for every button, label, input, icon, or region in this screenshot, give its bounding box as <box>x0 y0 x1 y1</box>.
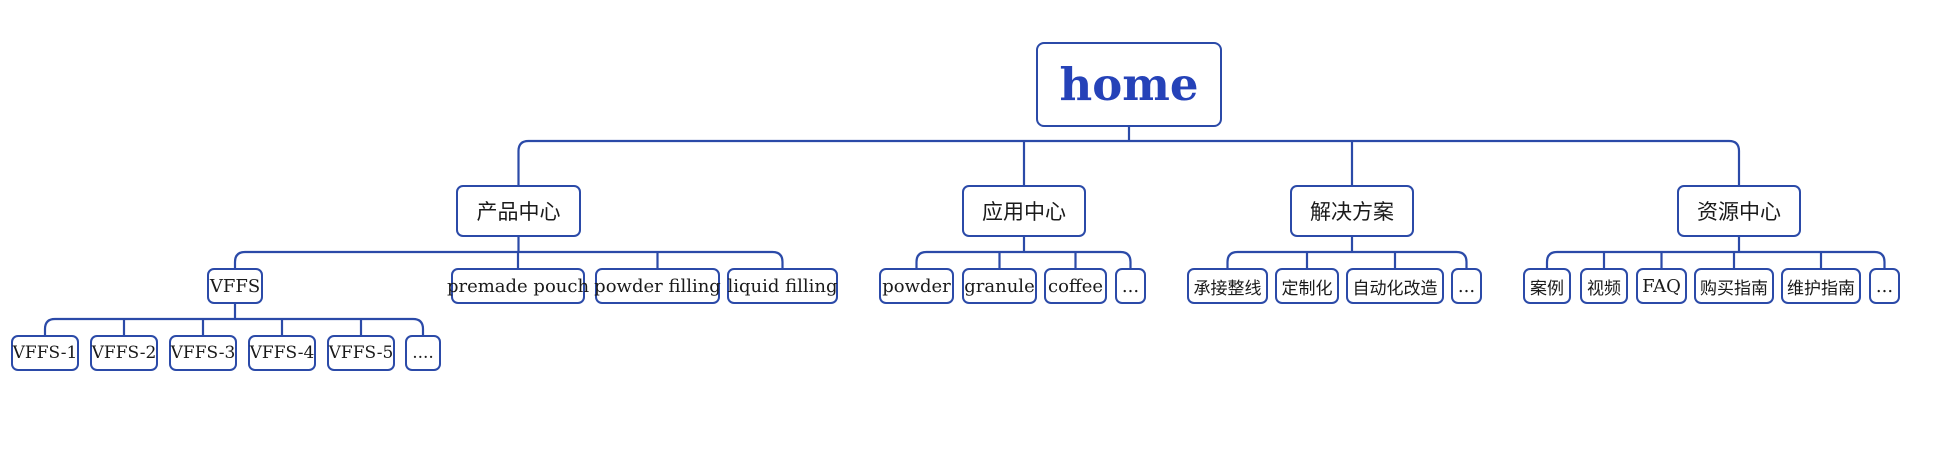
connector-node-vffs <box>43 304 425 335</box>
connector-node-solutions <box>1226 237 1468 268</box>
node-vffs-4: VFFS-4 <box>248 335 316 371</box>
connector-node-home <box>517 127 1741 185</box>
node-maintenance-guide: 维护指南 <box>1781 268 1861 304</box>
node-vffs-5: VFFS-5 <box>327 335 395 371</box>
node-automation-retrofit: 自动化改造 <box>1346 268 1444 304</box>
node-application-more: ... <box>1115 268 1146 304</box>
node-application-center: 应用中心 <box>962 185 1086 237</box>
node-premade-pouch: premade pouch <box>447 268 589 304</box>
node-liquid-filling: liquid filling <box>727 268 838 304</box>
node-solutions: 解决方案 <box>1290 185 1414 237</box>
node-coffee: coffee <box>1044 268 1107 304</box>
node-vffs-3: VFFS-3 <box>169 335 237 371</box>
node-resources-more: ... <box>1869 268 1900 304</box>
node-powder: powder <box>879 268 954 304</box>
node-solutions-more: ... <box>1451 268 1482 304</box>
node-full-line: 承接整线 <box>1187 268 1268 304</box>
node-resource-center: 资源中心 <box>1677 185 1801 237</box>
node-vffs: VFFS <box>207 268 263 304</box>
node-vffs-2: VFFS-2 <box>90 335 158 371</box>
node-vffs-1: VFFS-1 <box>11 335 79 371</box>
connector-node-application-center <box>915 237 1132 268</box>
node-vffs-more: .... <box>405 335 441 371</box>
connector-node-product-center <box>233 237 784 268</box>
node-faq: FAQ <box>1636 268 1687 304</box>
node-powder-filling: powder filling <box>594 268 721 304</box>
node-product-center: 产品中心 <box>456 185 581 237</box>
node-videos: 视频 <box>1580 268 1628 304</box>
node-cases: 案例 <box>1523 268 1571 304</box>
node-buying-guide: 购买指南 <box>1694 268 1774 304</box>
connector-node-resource-center <box>1545 237 1886 268</box>
node-customization: 定制化 <box>1275 268 1339 304</box>
node-granule: granule <box>962 268 1037 304</box>
node-home: home <box>1036 42 1222 127</box>
